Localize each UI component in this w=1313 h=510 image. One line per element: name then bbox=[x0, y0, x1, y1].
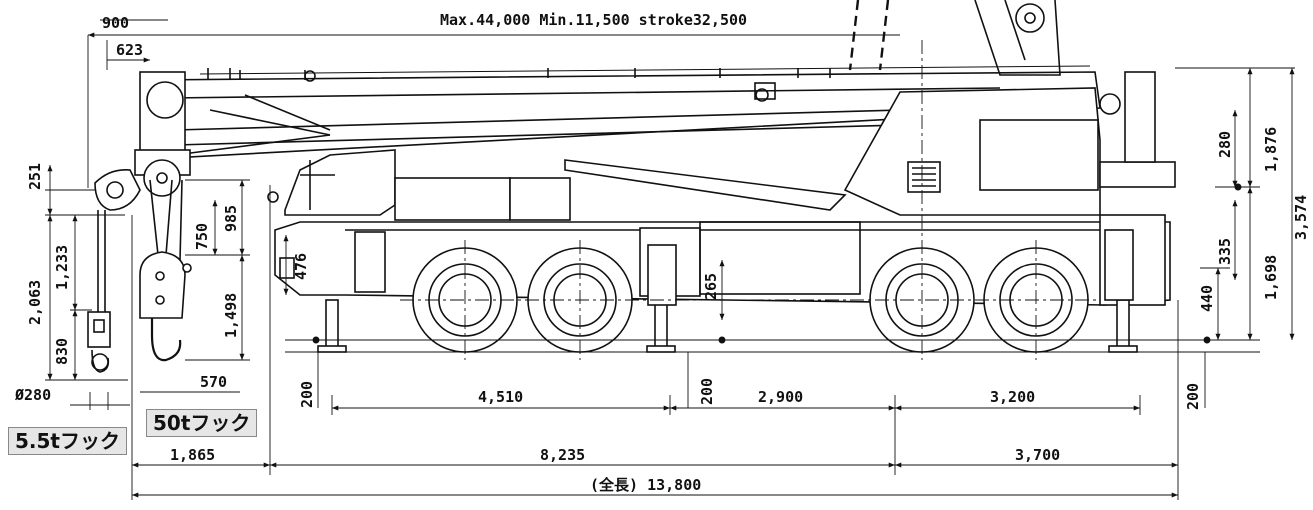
outriggers bbox=[317, 229, 1138, 353]
boom-length-text: Max.44,000 Min.11,500 stroke32,500 bbox=[440, 11, 747, 29]
carrier-cab bbox=[267, 149, 571, 221]
dim-3700: 3,700 bbox=[1015, 446, 1060, 464]
dim-4510: 4,510 bbox=[478, 388, 523, 406]
dim-2900: 2,900 bbox=[758, 388, 803, 406]
dim-476: 476 bbox=[292, 253, 310, 280]
dimension-text: Max.44,000 Min.11,500 stroke32,500 900 6… bbox=[14, 11, 1310, 494]
dim-200-right: 200 bbox=[1184, 383, 1202, 410]
dim-830: 830 bbox=[53, 338, 71, 365]
dim-200-left: 200 bbox=[298, 381, 316, 408]
dimension-lines bbox=[45, 19, 1295, 500]
dim-1698: 1,698 bbox=[1262, 255, 1280, 300]
dim-280: 280 bbox=[1216, 131, 1234, 158]
dim-total-length: (全長) 13,800 bbox=[590, 476, 701, 494]
dim-335: 335 bbox=[1216, 238, 1234, 265]
dim-265: 265 bbox=[702, 273, 720, 300]
dim-440: 440 bbox=[1198, 285, 1216, 312]
dim-3200: 3,200 bbox=[990, 388, 1035, 406]
hook-50t bbox=[139, 179, 192, 362]
dim-1865: 1,865 bbox=[170, 446, 215, 464]
crane-body bbox=[94, 0, 1176, 360]
hook-5-5t bbox=[87, 210, 111, 373]
dim-1233: 1,233 bbox=[53, 245, 71, 290]
dim-1876: 1,876 bbox=[1262, 127, 1280, 172]
dim-251: 251 bbox=[26, 163, 44, 190]
dim-900: 900 bbox=[102, 14, 129, 32]
dim-750: 750 bbox=[193, 223, 211, 250]
dim-985: 985 bbox=[222, 205, 240, 232]
dim-200-mid: 200 bbox=[698, 378, 716, 405]
superstructure bbox=[564, 71, 1176, 216]
boom-base-frame bbox=[974, 0, 1061, 76]
hook-label-50t: 50tフック bbox=[146, 409, 258, 437]
dim-8235: 8,235 bbox=[540, 446, 585, 464]
dim-1498: 1,498 bbox=[222, 293, 240, 338]
dim-3574: 3,574 bbox=[1292, 195, 1310, 240]
wheel-4 bbox=[983, 247, 1089, 353]
boom-head bbox=[94, 71, 191, 211]
dim-570: 570 bbox=[200, 373, 227, 391]
dim-dia-280: Ø280 bbox=[14, 386, 51, 404]
dim-623: 623 bbox=[116, 41, 143, 59]
hook-label-5-5t: 5.5tフック bbox=[8, 427, 127, 455]
dim-2063: 2,063 bbox=[26, 280, 44, 325]
